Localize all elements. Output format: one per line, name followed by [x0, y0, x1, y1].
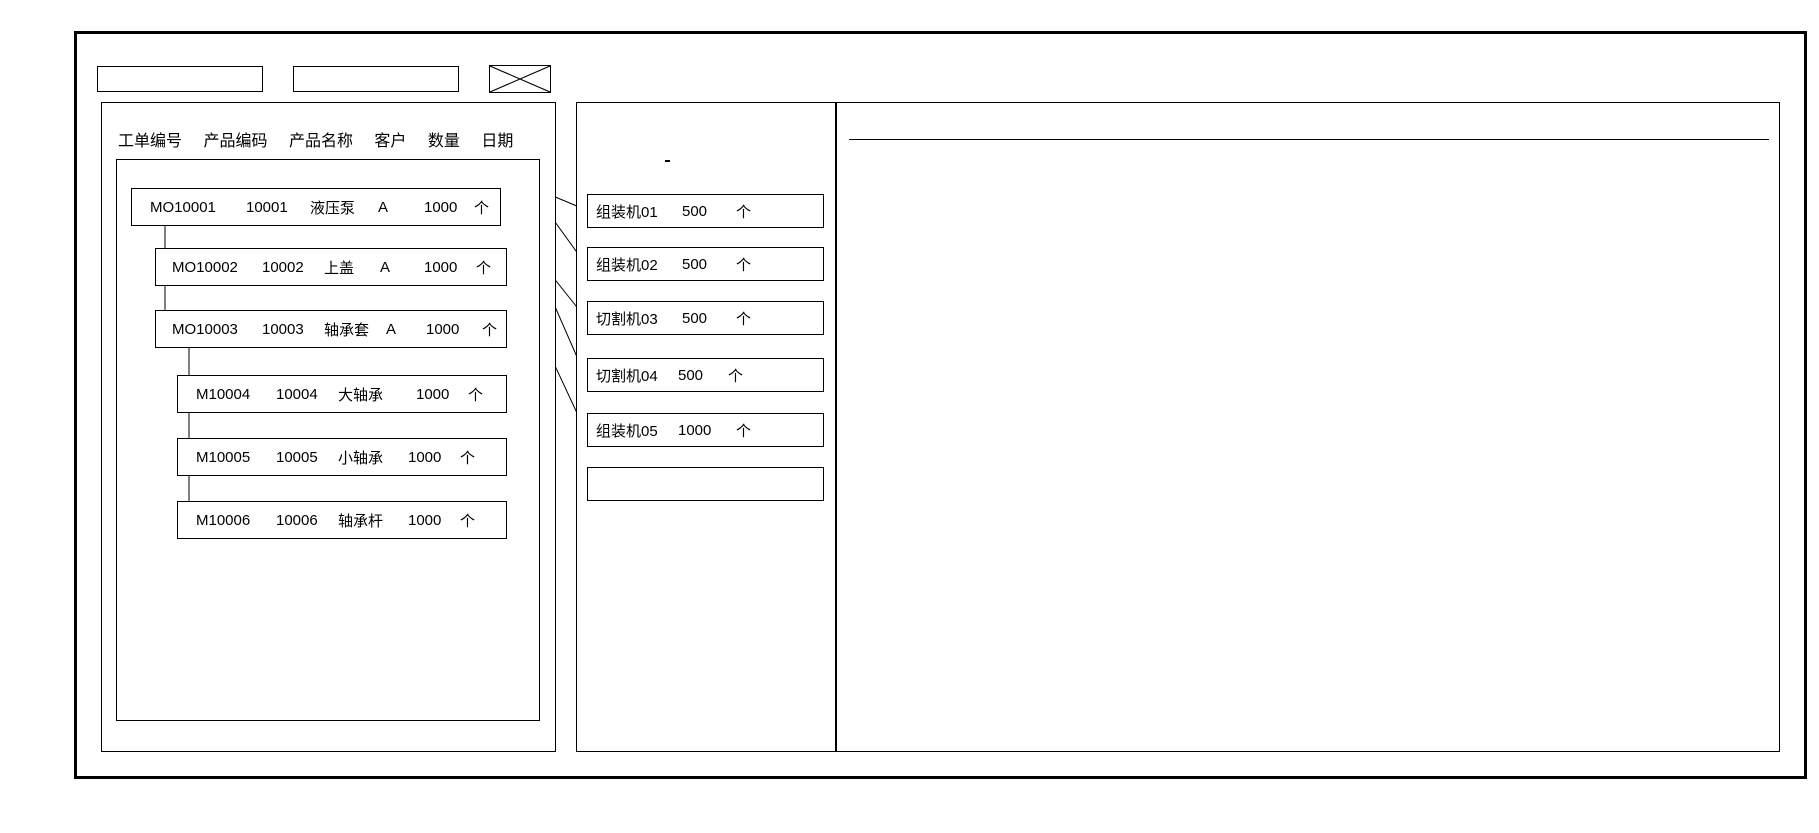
machine-task-item-empty[interactable] — [587, 467, 824, 501]
machine-quantity: 500 — [678, 366, 704, 384]
cell-product-code: 10006 — [276, 511, 318, 529]
machine-unit: 个 — [736, 256, 752, 274]
work-order-row[interactable]: M10005 10005 小轴承 1000 个 — [177, 438, 507, 476]
machine-quantity: 500 — [682, 255, 708, 273]
machine-name: 组装机02 — [596, 256, 658, 274]
crossed-box-icon[interactable] — [489, 65, 551, 93]
cell-unit: 个 — [468, 386, 484, 404]
column-header-product-name: 产品名称 — [288, 133, 353, 150]
cell-quantity: 1000 — [426, 320, 460, 338]
detail-panel-header — [849, 109, 1769, 139]
cell-customer: A — [386, 320, 397, 338]
work-order-row[interactable]: M10006 10006 轴承杆 1000 个 — [177, 501, 507, 539]
detail-panel — [836, 102, 1780, 752]
cell-unit: 个 — [460, 449, 476, 467]
cell-unit: 个 — [476, 259, 492, 277]
cell-unit: 个 — [460, 512, 476, 530]
machine-unit: 个 — [736, 203, 752, 221]
cell-product-code: 10001 — [246, 198, 288, 216]
machine-name: 组装机05 — [596, 422, 658, 440]
column-header-quantity: 数量 — [427, 133, 460, 150]
work-order-panel: 工单编号 产品编码 产品名称 客户 数量 日期 — [101, 102, 556, 752]
cell-product-name: 大轴承 — [338, 386, 384, 404]
machine-unit: 个 — [736, 310, 752, 328]
machine-unit: 个 — [728, 367, 744, 385]
cell-product-name: 液压泵 — [310, 199, 356, 217]
cell-product-name: 轴承杆 — [338, 512, 384, 530]
machine-schedule-panel: 组装机01 500 个 组装机02 500 个 切割机03 500 个 切割机0… — [576, 102, 836, 752]
detail-panel-header-divider — [849, 139, 1769, 140]
cell-product-code: 10002 — [262, 258, 304, 276]
machine-task-item[interactable]: 组装机02 500 个 — [587, 247, 824, 281]
cell-quantity: 1000 — [408, 511, 442, 529]
work-order-row[interactable]: MO10001 10001 液压泵 A 1000 个 — [131, 188, 501, 226]
toolbar-field-2[interactable] — [293, 66, 459, 92]
work-order-row[interactable]: MO10002 10002 上盖 A 1000 个 — [155, 248, 507, 286]
machine-name: 组装机01 — [596, 203, 658, 221]
detail-panel-body — [849, 140, 1769, 740]
cell-quantity: 1000 — [416, 385, 450, 403]
cell-quantity: 1000 — [424, 198, 458, 216]
cell-quantity: 1000 — [408, 448, 442, 466]
cell-customer: A — [378, 198, 389, 216]
cell-product-name: 小轴承 — [338, 449, 384, 467]
cell-quantity: 1000 — [424, 258, 458, 276]
cell-unit: 个 — [474, 199, 490, 217]
column-header-customer: 客户 — [374, 133, 407, 150]
work-order-row[interactable]: MO10003 10003 轴承套 A 1000 个 — [155, 310, 507, 348]
cell-order-no: M10006 — [196, 511, 251, 529]
cell-order-no: M10004 — [196, 385, 251, 403]
toolbar — [97, 65, 551, 93]
machine-unit: 个 — [736, 422, 752, 440]
machine-name: 切割机03 — [596, 310, 658, 328]
machine-task-item[interactable]: 切割机03 500 个 — [587, 301, 824, 335]
cell-order-no: MO10002 — [172, 258, 238, 276]
cell-product-code: 10005 — [276, 448, 318, 466]
machine-quantity: 500 — [682, 309, 708, 327]
work-order-tree: MO10001 10001 液压泵 A 1000 个 MO10002 10002… — [116, 159, 540, 721]
cell-product-code: 10004 — [276, 385, 318, 403]
cell-product-code: 10003 — [262, 320, 304, 338]
machine-task-item[interactable]: 切割机04 500 个 — [587, 358, 824, 392]
column-header-order-no: 工单编号 — [118, 133, 183, 150]
machine-task-item[interactable]: 组装机05 1000 个 — [587, 413, 824, 447]
cell-unit: 个 — [482, 321, 498, 339]
dash-marker-icon — [665, 160, 670, 162]
machine-quantity: 1000 — [678, 421, 712, 439]
column-header-product-code: 产品编码 — [203, 133, 268, 150]
work-order-column-headers: 工单编号 产品编码 产品名称 客户 数量 日期 — [118, 127, 513, 151]
cell-order-no: M10005 — [196, 448, 251, 466]
cell-customer: A — [380, 258, 391, 276]
cell-order-no: MO10003 — [172, 320, 238, 338]
machine-quantity: 500 — [682, 202, 708, 220]
cell-order-no: MO10001 — [150, 198, 216, 216]
toolbar-field-1[interactable] — [97, 66, 263, 92]
cell-product-name: 轴承套 — [324, 321, 370, 339]
work-order-row[interactable]: M10004 10004 大轴承 1000 个 — [177, 375, 507, 413]
machine-task-item[interactable]: 组装机01 500 个 — [587, 194, 824, 228]
cell-product-name: 上盖 — [324, 259, 355, 277]
application-window: 工单编号 产品编码 产品名称 客户 数量 日期 — [74, 31, 1807, 779]
column-header-date: 日期 — [481, 133, 514, 150]
machine-name: 切割机04 — [596, 367, 658, 385]
